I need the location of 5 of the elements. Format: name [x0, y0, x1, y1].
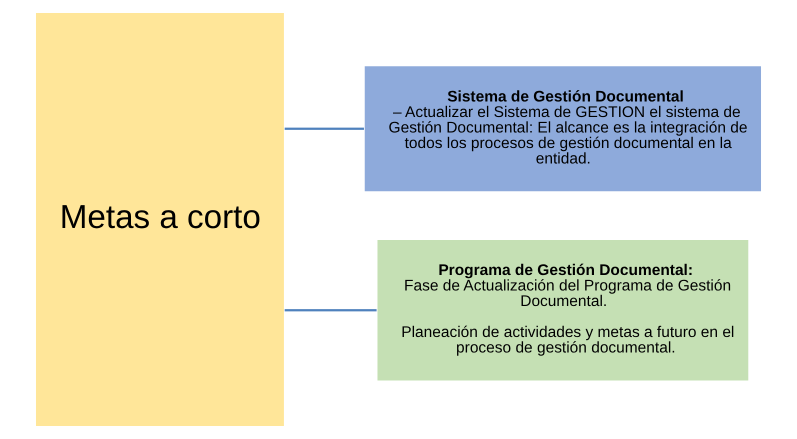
connector — [284, 309, 377, 312]
connector — [284, 128, 364, 130]
node-box: Programa de Gestión Documental: Fase de Actualización del Programa de Gestión Documental. Planeación de actividades y metas a futuro en el proceso de gestión documental. — [376, 238, 750, 382]
node-box: Sistema de Gestión Documental – Actualizar el Sistema de GESTION el sistema de Gestión Documental: El alcance es la integración de todos los procesos de gestión documental en la entidad. — [364, 65, 762, 192]
node-box: Metas a corto — [34, 12, 286, 428]
